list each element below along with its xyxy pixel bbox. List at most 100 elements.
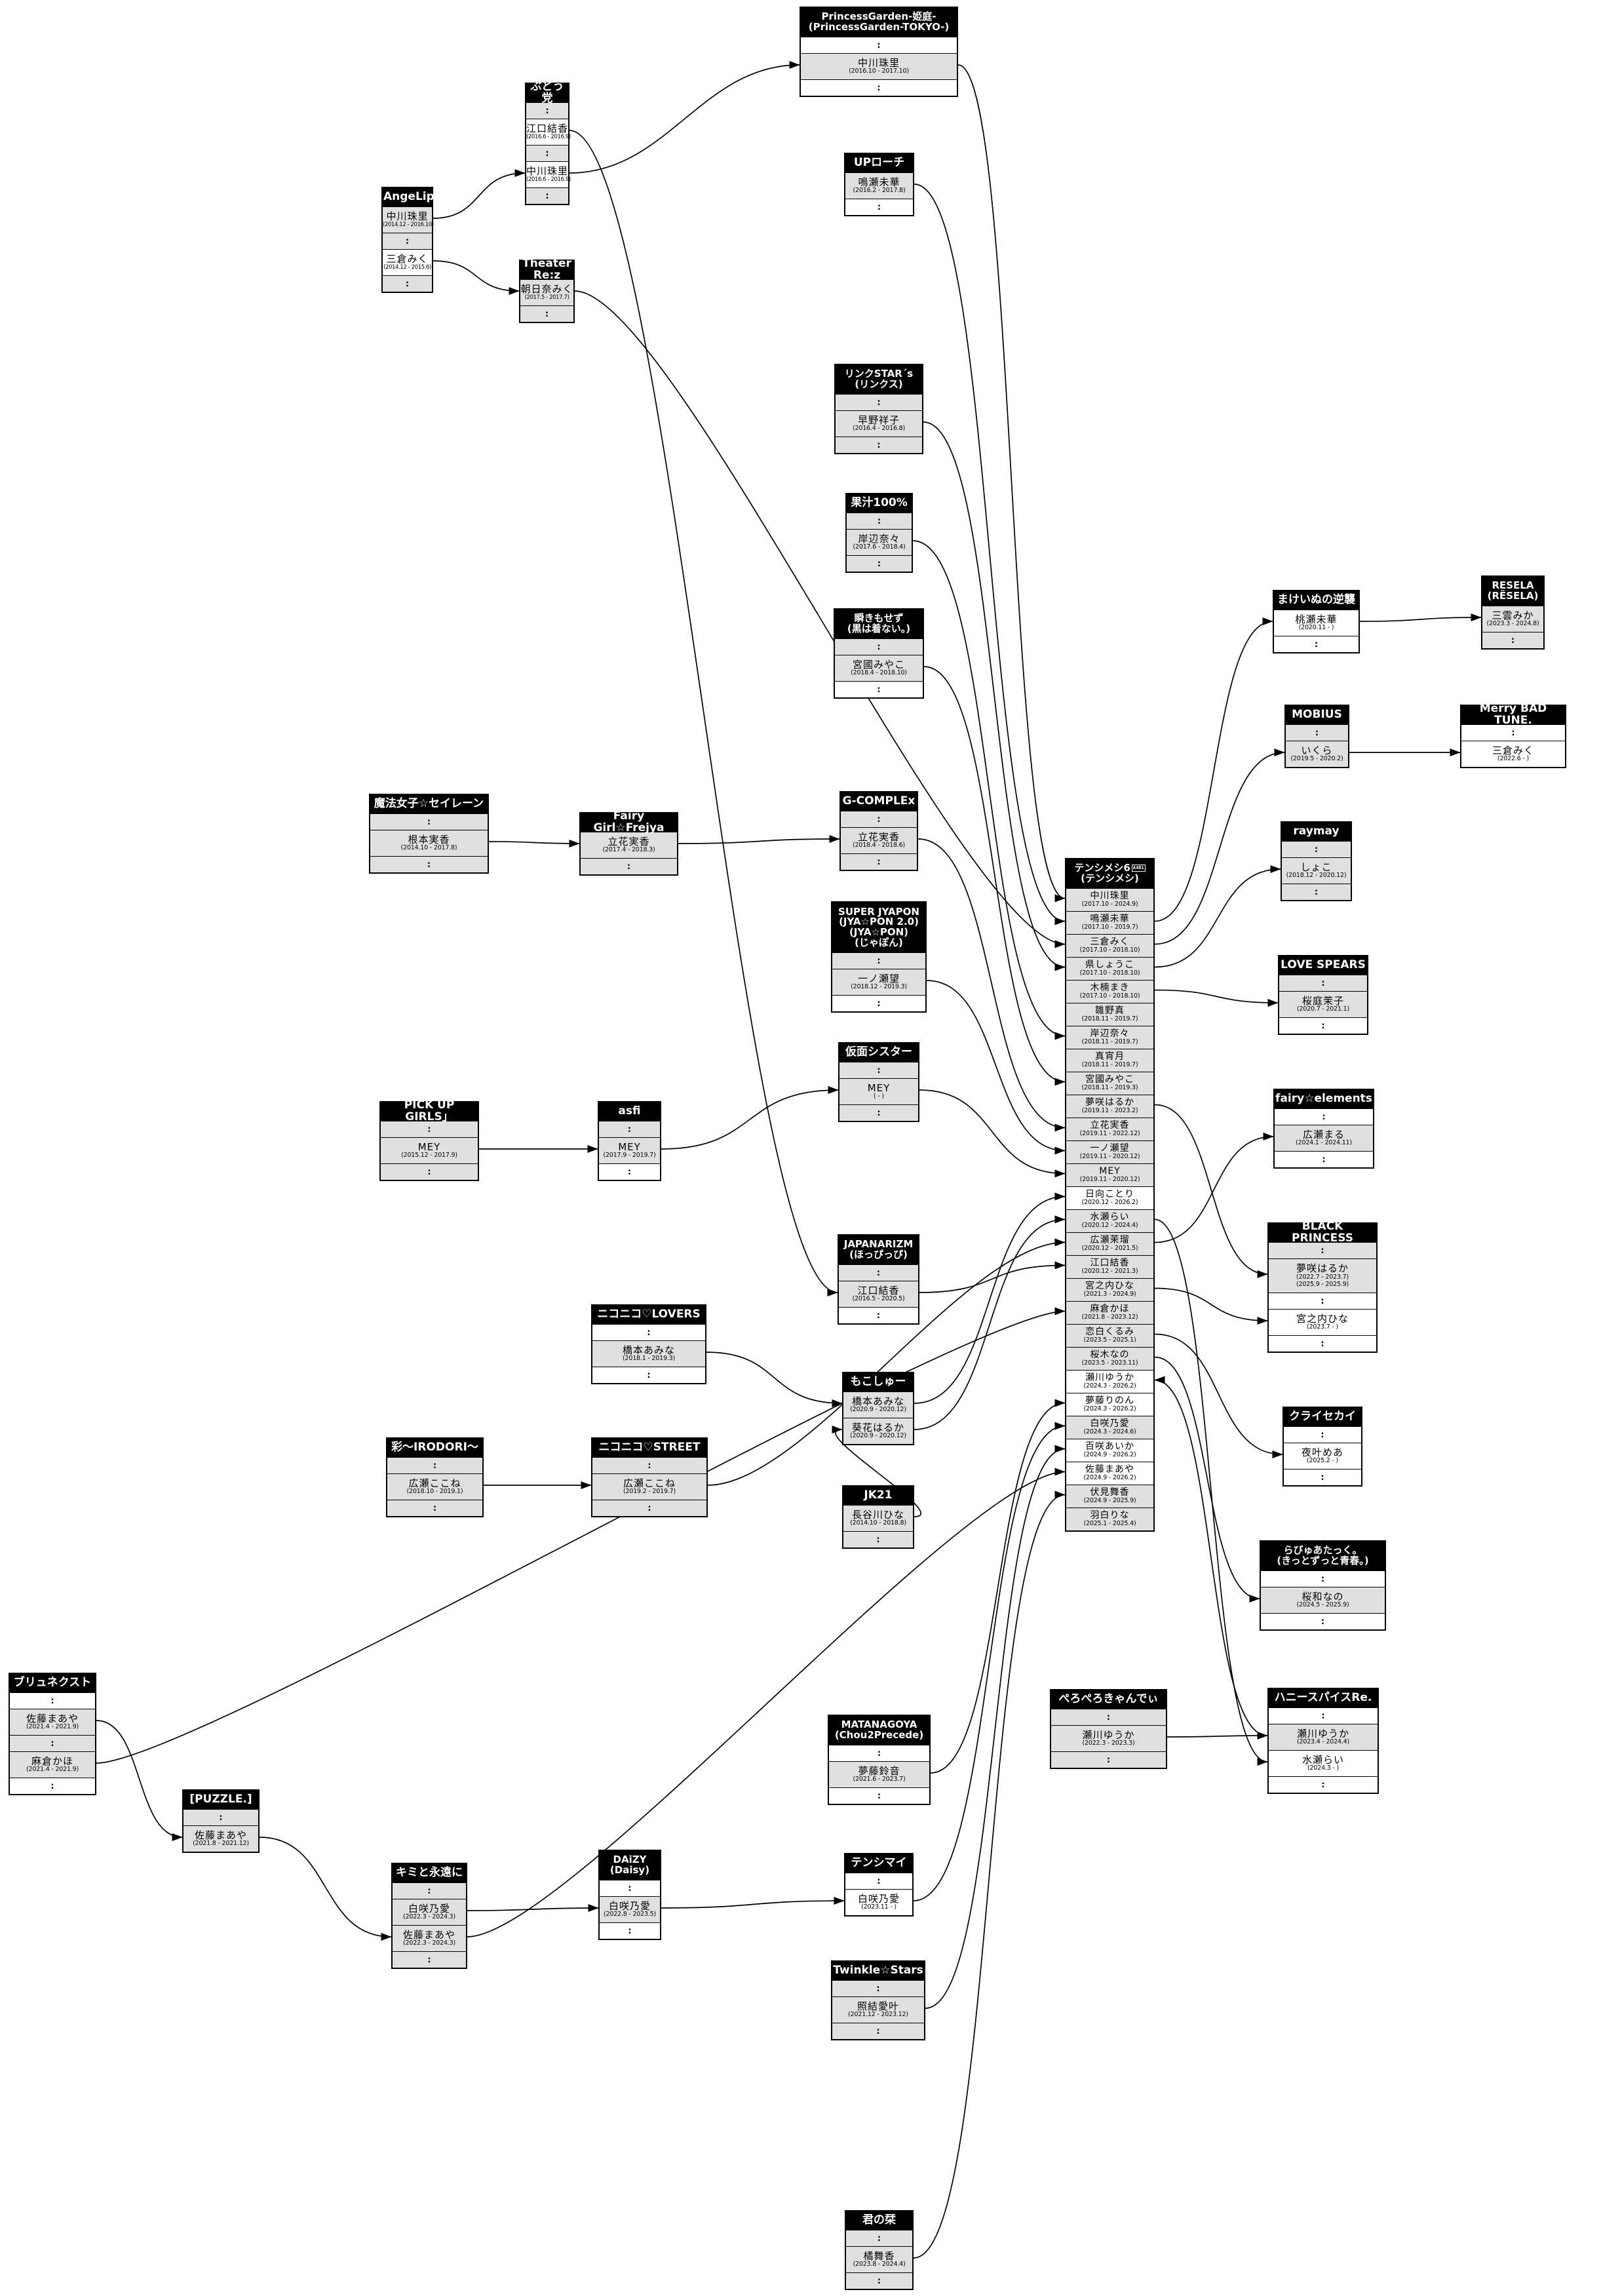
member-row: 夜叶めあ(2025.2 - ) [1284,1443,1361,1469]
member-tenure: (2017.10 - 2018.10) [1079,969,1140,977]
group-title-line: Theater Re:z [522,257,571,282]
group-node-pickup: PICK UP GIRLS」:MEY(2015.12 - 2017.9): [379,1099,479,1181]
group-title: PrincessGarden-姫庭-(PrincessGarden-TOKYO-… [801,8,957,37]
continuation-dots: : [1321,1245,1324,1256]
group-title-line: ぺろぺろきゃんでぃ [1058,1692,1159,1706]
group-title-line: (Daisy) [609,1864,650,1876]
member-name: 宮國みやこ [1085,1074,1134,1085]
separator-row: : [845,199,913,215]
member-tenure: (2021.8 - 2021.12) [193,1840,249,1848]
group-title-line: ニコニコ♡STREET [598,1441,701,1454]
member-row: 宮之内ひな(2023.7 - ) [1269,1309,1376,1335]
group-title-line: ブリュネクスト [13,1676,92,1690]
member-row: 中川珠里(2017.10 - 2024.9) [1066,888,1153,911]
member-name: MEY [867,1081,891,1094]
separator-row: : [839,1062,918,1078]
continuation-dots: : [877,956,881,966]
continuation-dots: : [877,2233,881,2244]
member-row: 橋本あみな(2020.9 - 2020.12) [843,1391,913,1418]
member-name: 照結愛叶 [857,2000,899,2012]
continuation-dots: : [876,1310,881,1321]
group-title: UPローチ [845,154,913,172]
group-node-mokoshu: もこしゅー橋本あみな(2020.9 - 2020.12)葵花はるか(2020.9… [842,1372,914,1445]
separator-row: : [600,1922,660,1939]
member-name: 羽白りな [1090,1509,1130,1521]
transfer-edge [467,1904,599,1913]
member-row: 広瀬茉瑠(2020.12 - 2021.5) [1066,1232,1153,1255]
group-title: 瞬きもせず(黒は着ない。) [835,610,923,638]
member-name: 水瀬らい [1302,1753,1344,1766]
member-name: 立花実香 [857,830,900,843]
group-title: ニコニコ♡LOVERS [592,1306,705,1324]
member-name: 橋本あみな [622,1344,675,1356]
group-title-line: 仮面シスター [845,1045,912,1059]
member-name: 鳴瀬未華 [858,176,900,188]
separator-row: : [841,853,917,870]
member-tenure: (2019.11 - 2022.12) [1079,1130,1140,1138]
continuation-dots: : [877,684,881,695]
continuation-dots: : [1321,1472,1324,1483]
member-name: 佐藤まあや [1085,1464,1134,1475]
member-tenure: (2023.5 - 2023.11) [1081,1359,1138,1367]
transfer-edge [96,1307,1066,1764]
transfer-edge [919,1261,1066,1293]
group-title: ぺろぺろきゃんでぃ [1051,1690,1166,1709]
member-name: 中川珠里 [386,210,429,223]
group-title: BLACK PRINCESS [1269,1220,1376,1244]
group-node-asfi: asfi:MEY(2017.9 - 2019.7): [598,1101,661,1181]
group-title-line: ニコニコ♡LOVERS [597,1308,701,1321]
group-title-line: JAPANARIZM [843,1238,914,1251]
transfer-edge [1154,1356,1260,1603]
transfer-edge [930,1399,1066,1774]
separator-row: : [847,513,912,529]
member-name: 根本実香 [408,833,450,846]
continuation-dots: : [627,1167,632,1177]
member-name: 水瀬らい [1090,1211,1130,1222]
separator-row: : [1275,1151,1373,1167]
separator-row: : [836,394,922,410]
transfer-edge [913,1490,1066,2259]
member-name: 岸辺奈々 [1090,1028,1130,1039]
member-name: 桜和なの [1302,1590,1344,1603]
group-node-budouto: ぶどう党:江口結香(2016.6 - 2016.9):中川珠里(2016.6 -… [525,81,571,205]
member-name: 日向ことり [1085,1188,1134,1199]
member-tenure: (2022.3 - 2024.3) [403,1913,455,1921]
group-node-irodori: 彩〜IRODORI〜:広瀬ここね(2018.10 - 2019.1): [386,1437,484,1517]
separator-row: : [592,1457,706,1473]
group-title-line: PrincessGarden-姫庭- [821,10,936,23]
group-title-line: ハニースパイスRe. [1274,1691,1372,1705]
member-tenure: (2018.10 - 2019.1) [406,1488,463,1496]
member-tenure: (2022.8 - 2023.5) [604,1911,656,1918]
separator-row: : [839,1307,918,1323]
group-title-line: Merry BAD TUNE. [1479,702,1547,727]
member-tenure: (2024.3 - 2026.2) [1083,1405,1136,1413]
member-tenure: (2014.12 - 2016.10) [383,221,434,228]
group-title-line: クライセカイ [1289,1410,1356,1424]
member-name: 伏見舞香 [1090,1487,1130,1498]
continuation-dots: : [1314,844,1319,855]
group-node-kimieien: キミと永遠に:白咲乃愛(2022.3 - 2024.3)佐藤まあや(2022.3… [391,1863,467,1969]
separator-row: : [801,79,957,96]
group-title-line: (テンシメシ) [1081,872,1139,884]
member-name: 夢藤鈴音 [858,1764,900,1777]
group-node-matanagoya: MATANAGOYA(Chou2Precede):夢藤鈴音(2021.6 - 2… [828,1715,931,1805]
separator-row: : [1261,1570,1385,1587]
separator-row: : [1279,975,1367,991]
separator-row: : [599,1121,660,1137]
separator-row: : [592,1500,706,1516]
separator-row: : [383,233,432,249]
group-title-line: RESELA [1492,579,1534,592]
member-row: 桜木なの(2023.5 - 2023.11) [1066,1347,1153,1370]
separator-row: : [847,555,912,572]
transfer-edge [1154,1104,1268,1278]
member-row: 立花実香(2018.4 - 2018.6) [841,827,917,853]
member-name: 桃瀬未華 [1295,613,1338,625]
member-name: 中川珠里 [1090,890,1130,901]
member-tenure: (2019.11 - 2023.2) [1081,1107,1138,1115]
group-title-line: (リンクス) [855,378,903,390]
group-node-brunext: ブリュネクスト:佐藤まあや(2021.4 - 2021.9):麻倉かほ(2021… [9,1673,96,1795]
group-title: 魔法女子☆セイレーン [370,795,488,813]
member-row: 白咲乃愛(2022.3 - 2024.3) [393,1899,466,1925]
member-name: MEY [618,1140,641,1153]
